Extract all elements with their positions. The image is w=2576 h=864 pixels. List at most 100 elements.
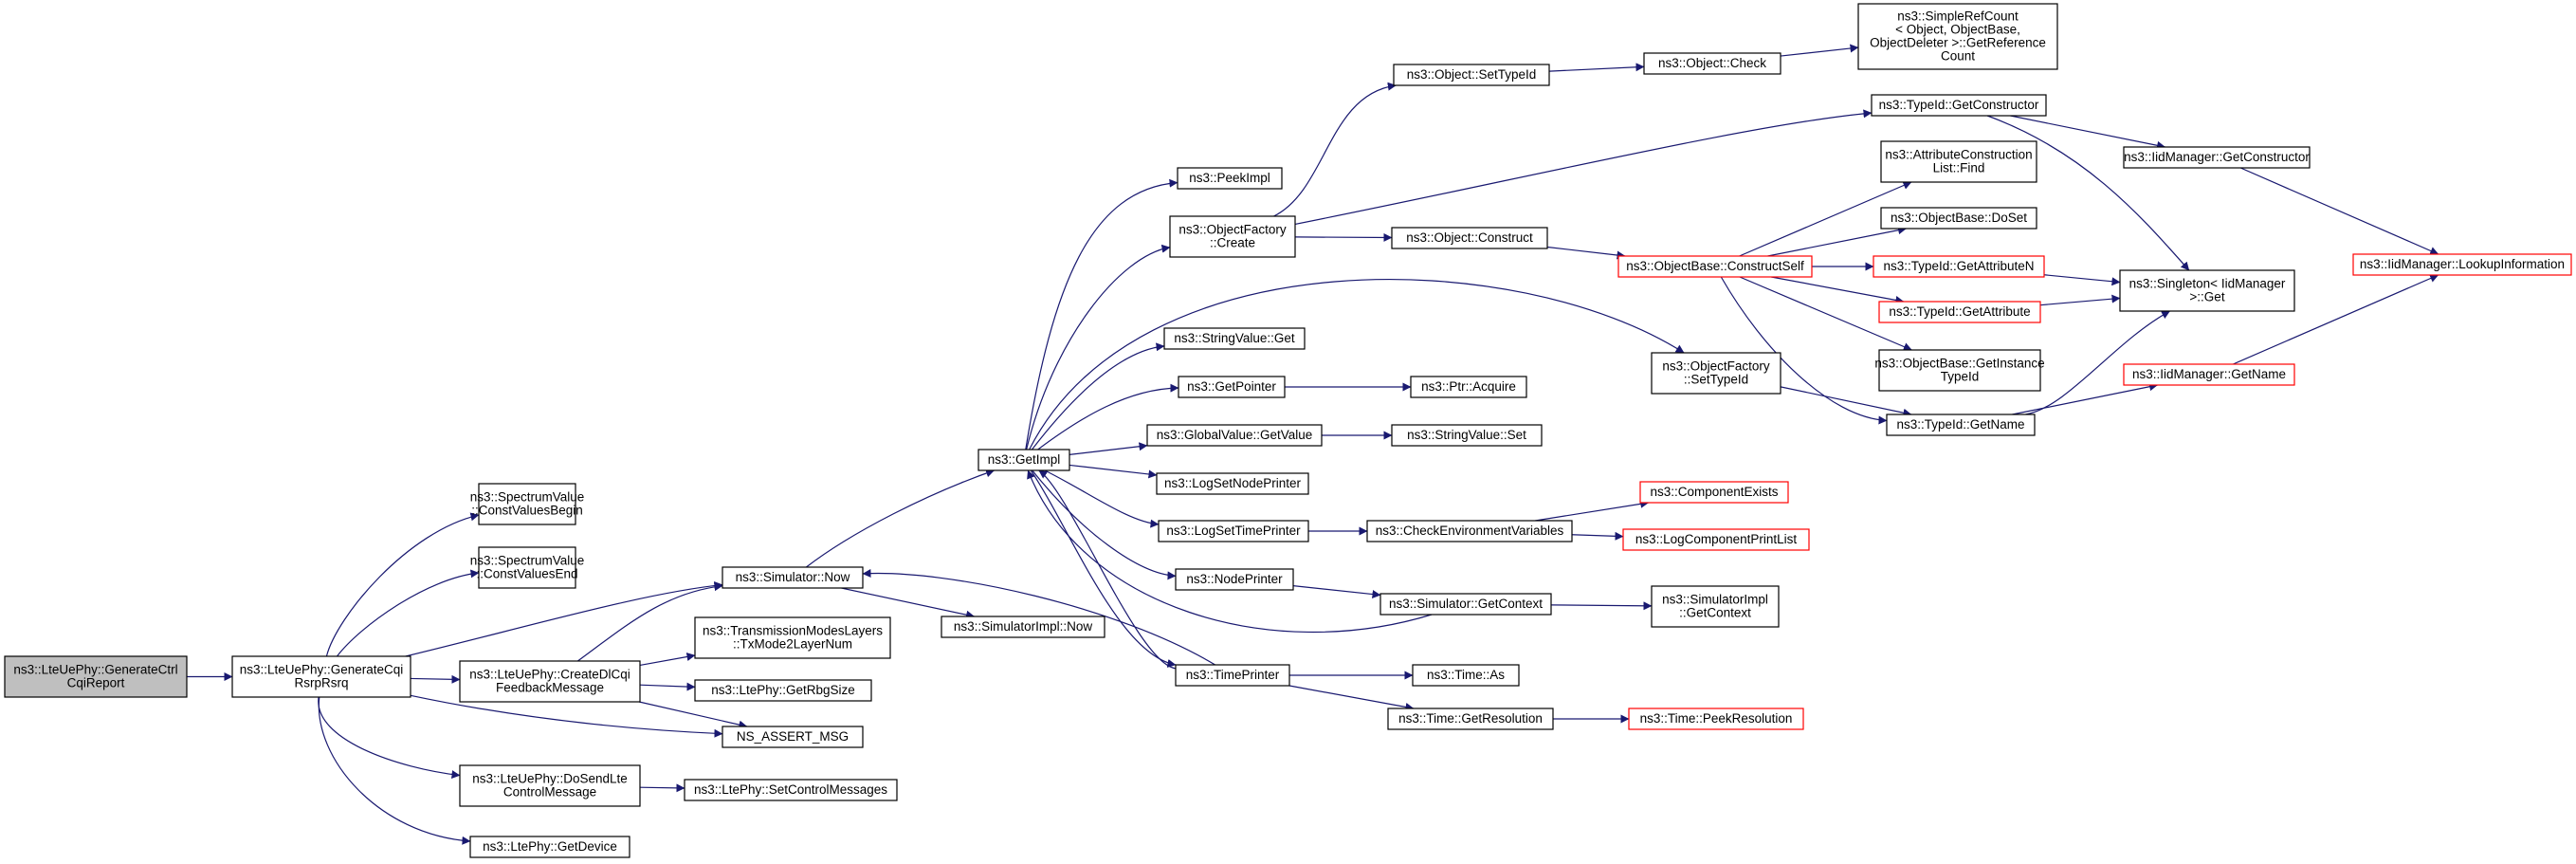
- node-box: [4, 655, 188, 698]
- node-label: ns3::LtePhy::GetRbgSize: [711, 683, 855, 697]
- call-edge-n1-n4: [405, 580, 723, 657]
- function-node[interactable]: ns3::Time::PeekResolution: [1628, 708, 1804, 730]
- node-label: ns3::TypeId::GetAttributeN: [1883, 259, 2034, 273]
- function-node[interactable]: ns3::ObjectFactory::Create: [1169, 215, 1296, 258]
- node-label: ns3::LteUePhy::GenerateCtrl: [13, 662, 177, 676]
- call-edge-n12-n33: [1029, 279, 1685, 450]
- function-node[interactable]: ns3::SimulatorImpl::GetContext: [1651, 585, 1780, 628]
- function-node[interactable]: ns3::GetImpl: [977, 449, 1070, 471]
- function-node[interactable]: ns3::GlobalValue::GetValue: [1146, 424, 1323, 447]
- function-node[interactable]: ns3::CheckEnvironmentVariables: [1366, 520, 1573, 542]
- node-box: [2119, 269, 2295, 312]
- call-edge-n22-n4: [862, 568, 1215, 666]
- function-node[interactable]: ns3::ObjectFactory::SetTypeId: [1651, 352, 1781, 395]
- function-node[interactable]: ns3::GetPointer: [1178, 376, 1286, 398]
- node-label: ns3::SpectrumValue: [470, 553, 585, 567]
- function-node[interactable]: ns3::Ptr::Acquire: [1410, 376, 1527, 398]
- node-label: ns3::TypeId::GetName: [1896, 417, 2024, 432]
- function-node[interactable]: ns3::TypeId::GetConstructor: [1871, 94, 2047, 117]
- function-node[interactable]: ns3::LogComponentPrintList: [1622, 528, 1810, 551]
- function-node[interactable]: ns3::ObjectBase::ConstructSelf: [1617, 255, 1813, 278]
- node-box: [1156, 472, 1309, 495]
- function-node[interactable]: ns3::Simulator::GetContext: [1379, 593, 1552, 616]
- node-label: ::SetTypeId: [1684, 372, 1748, 386]
- node-label: NS_ASSERT_MSG: [737, 729, 849, 744]
- function-node[interactable]: ns3::TimePrinter: [1175, 664, 1290, 687]
- node-label: ns3::PeekImpl: [1189, 171, 1270, 185]
- call-edge-n31-n38: [1780, 44, 1859, 57]
- function-node[interactable]: ns3::SimpleRefCount< Object, ObjectBase,…: [1857, 3, 2058, 70]
- function-node[interactable]: ns3::Object::Construct: [1391, 227, 1548, 249]
- node-box: [2123, 146, 2311, 169]
- function-node[interactable]: ns3::Simulator::Now: [722, 566, 864, 589]
- function-node[interactable]: ns3::LtePhy::GetRbgSize: [694, 679, 872, 702]
- function-node[interactable]: ns3::LtePhy::GetDevice: [469, 836, 630, 858]
- function-node[interactable]: ns3::SimulatorImpl::Now: [941, 616, 1105, 638]
- node-label: ns3::Object::Check: [1658, 56, 1766, 70]
- function-node[interactable]: ns3::LtePhy::SetControlMessages: [684, 779, 898, 801]
- function-node[interactable]: ns3::LteUePhy::CreateDlCqiFeedbackMessag…: [459, 660, 641, 703]
- function-node[interactable]: ns3::StringValue::Set: [1391, 424, 1543, 447]
- node-label: ns3::IidManager::LookupInformation: [2360, 257, 2565, 271]
- function-node[interactable]: ns3::ComponentExists: [1639, 481, 1789, 504]
- node-label: ns3::IidManager::GetName: [2132, 367, 2286, 381]
- function-node[interactable]: ns3::IidManager::GetConstructor: [2123, 146, 2311, 169]
- node-label: ObjectDeleter >::GetReference: [1870, 35, 2046, 49]
- function-node[interactable]: ns3::LogSetNodePrinter: [1156, 472, 1309, 495]
- node-label: ns3::GlobalValue::GetValue: [1157, 428, 1313, 442]
- function-node[interactable]: ns3::IidManager::GetName: [2123, 363, 2295, 386]
- node-label: ns3::ComponentExists: [1650, 485, 1778, 499]
- function-node[interactable]: ns3::Object::SetTypeId: [1393, 64, 1550, 86]
- function-node[interactable]: ns3::SpectrumValue::ConstValuesBegin: [470, 483, 585, 525]
- node-box: [1169, 215, 1296, 258]
- function-node[interactable]: ns3::SpectrumValue::ConstValuesEnd: [470, 546, 585, 589]
- function-node[interactable]: ns3::PeekImpl: [1177, 167, 1283, 190]
- call-edge-n1-n8: [318, 696, 471, 845]
- node-box: [1878, 349, 2041, 392]
- node-box: [1886, 414, 2036, 436]
- node-box: [1622, 528, 1810, 551]
- function-node[interactable]: ns3::TypeId::GetAttributeN: [1873, 255, 2045, 278]
- function-node[interactable]: ns3::TransmissionModesLayers::TxMode2Lay…: [694, 616, 891, 659]
- call-edges: [187, 44, 2439, 845]
- node-box: [1387, 708, 1554, 730]
- call-edge-n39-n47: [1986, 115, 2190, 271]
- call-edge-n39-n46: [2010, 115, 2166, 150]
- function-node[interactable]: ns3::Time::GetResolution: [1387, 708, 1554, 730]
- call-edge-n5-n6: [638, 701, 748, 729]
- node-box: [1379, 593, 1552, 616]
- call-edge-n22-n30: [1288, 685, 1415, 711]
- node-label: ns3::TypeId::GetConstructor: [1879, 98, 2039, 112]
- function-node[interactable]: ns3::TypeId::GetName: [1886, 414, 2036, 436]
- call-edge-n5-n9: [639, 653, 696, 667]
- call-edge-n12-n15: [1026, 244, 1171, 450]
- function-node[interactable]: ns3::IidManager::LookupInformation: [2352, 253, 2572, 276]
- node-label: CqiReport: [67, 675, 125, 689]
- function-node[interactable]: ns3::NodePrinter: [1175, 568, 1294, 591]
- node-label: ns3::Singleton< IidManager: [2129, 276, 2286, 290]
- node-label: ns3::ObjectFactory: [1178, 222, 1287, 236]
- function-node[interactable]: ns3::StringValue::Get: [1163, 327, 1306, 350]
- function-node[interactable]: ns3::ObjectBase::DoSet: [1880, 207, 2037, 230]
- function-node[interactable]: ns3::TypeId::GetAttribute: [1878, 301, 2041, 323]
- node-label: ns3::Time::PeekResolution: [1640, 711, 1793, 726]
- node-box: [1651, 585, 1780, 628]
- node-box: [478, 483, 576, 525]
- node-box: [478, 546, 576, 589]
- function-node[interactable]: ns3::Singleton< IidManager >::Get: [2119, 269, 2295, 312]
- function-node[interactable]: ns3::LogSetTimePrinter: [1158, 520, 1309, 542]
- call-edge-n27-n35: [1571, 531, 1624, 541]
- node-box: [1628, 708, 1804, 730]
- node-label: ns3::Simulator::GetContext: [1389, 597, 1543, 611]
- function-node[interactable]: ns3::Object::Check: [1643, 52, 1781, 75]
- node-label: ns3::IidManager::GetConstructor: [2124, 150, 2310, 164]
- call-edge-n21-n28: [1292, 585, 1381, 598]
- node-box: [1873, 255, 2045, 278]
- function-node[interactable]: ns3::Time::As: [1412, 664, 1520, 687]
- function-node[interactable]: NS_ASSERT_MSG: [722, 726, 864, 748]
